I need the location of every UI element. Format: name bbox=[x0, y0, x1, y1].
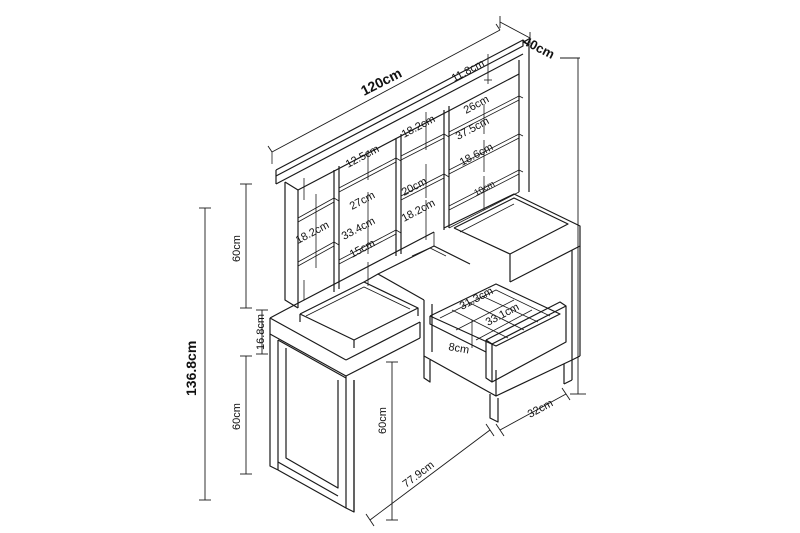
label-hutch-height: 60cm bbox=[231, 235, 243, 262]
dimension-labels: 120cm 40cm 136.8cm 60cm 16.8cm 60cm 60cm… bbox=[183, 33, 557, 490]
label-desk-height-left: 60cm bbox=[231, 403, 243, 430]
furniture-drawing bbox=[269, 39, 581, 513]
label-height-total: 136.8cm bbox=[183, 341, 199, 396]
label-left-mid-top: 12.5cm bbox=[344, 143, 381, 171]
label-desk-width: 77.9cm bbox=[401, 459, 437, 490]
label-drawer-w: 31.3cm bbox=[458, 285, 495, 313]
label-center-mid: 20cm bbox=[400, 175, 429, 198]
label-right-mid: 18.6cm bbox=[458, 141, 495, 169]
label-right-shelf-h: 37.5cm bbox=[454, 115, 491, 143]
label-top-shelf: 11.8cm bbox=[450, 57, 487, 84]
label-drawer-band: 16.8cm bbox=[255, 314, 267, 350]
label-side-depth: 32cm bbox=[526, 397, 555, 420]
label-left-mid-low: 15cm bbox=[348, 237, 377, 260]
label-left-mid-mid: 27cm bbox=[348, 189, 377, 212]
label-desk-height-inner: 60cm bbox=[377, 407, 389, 434]
dimension-lines bbox=[199, 16, 586, 527]
label-drawer-h: 8cm bbox=[447, 341, 470, 356]
label-depth-total: 40cm bbox=[521, 33, 557, 61]
label-center-top: 18.2cm bbox=[400, 113, 437, 141]
label-left-shelf: 18.2cm bbox=[294, 219, 331, 247]
label-center-low: 18.2cm bbox=[400, 197, 437, 225]
